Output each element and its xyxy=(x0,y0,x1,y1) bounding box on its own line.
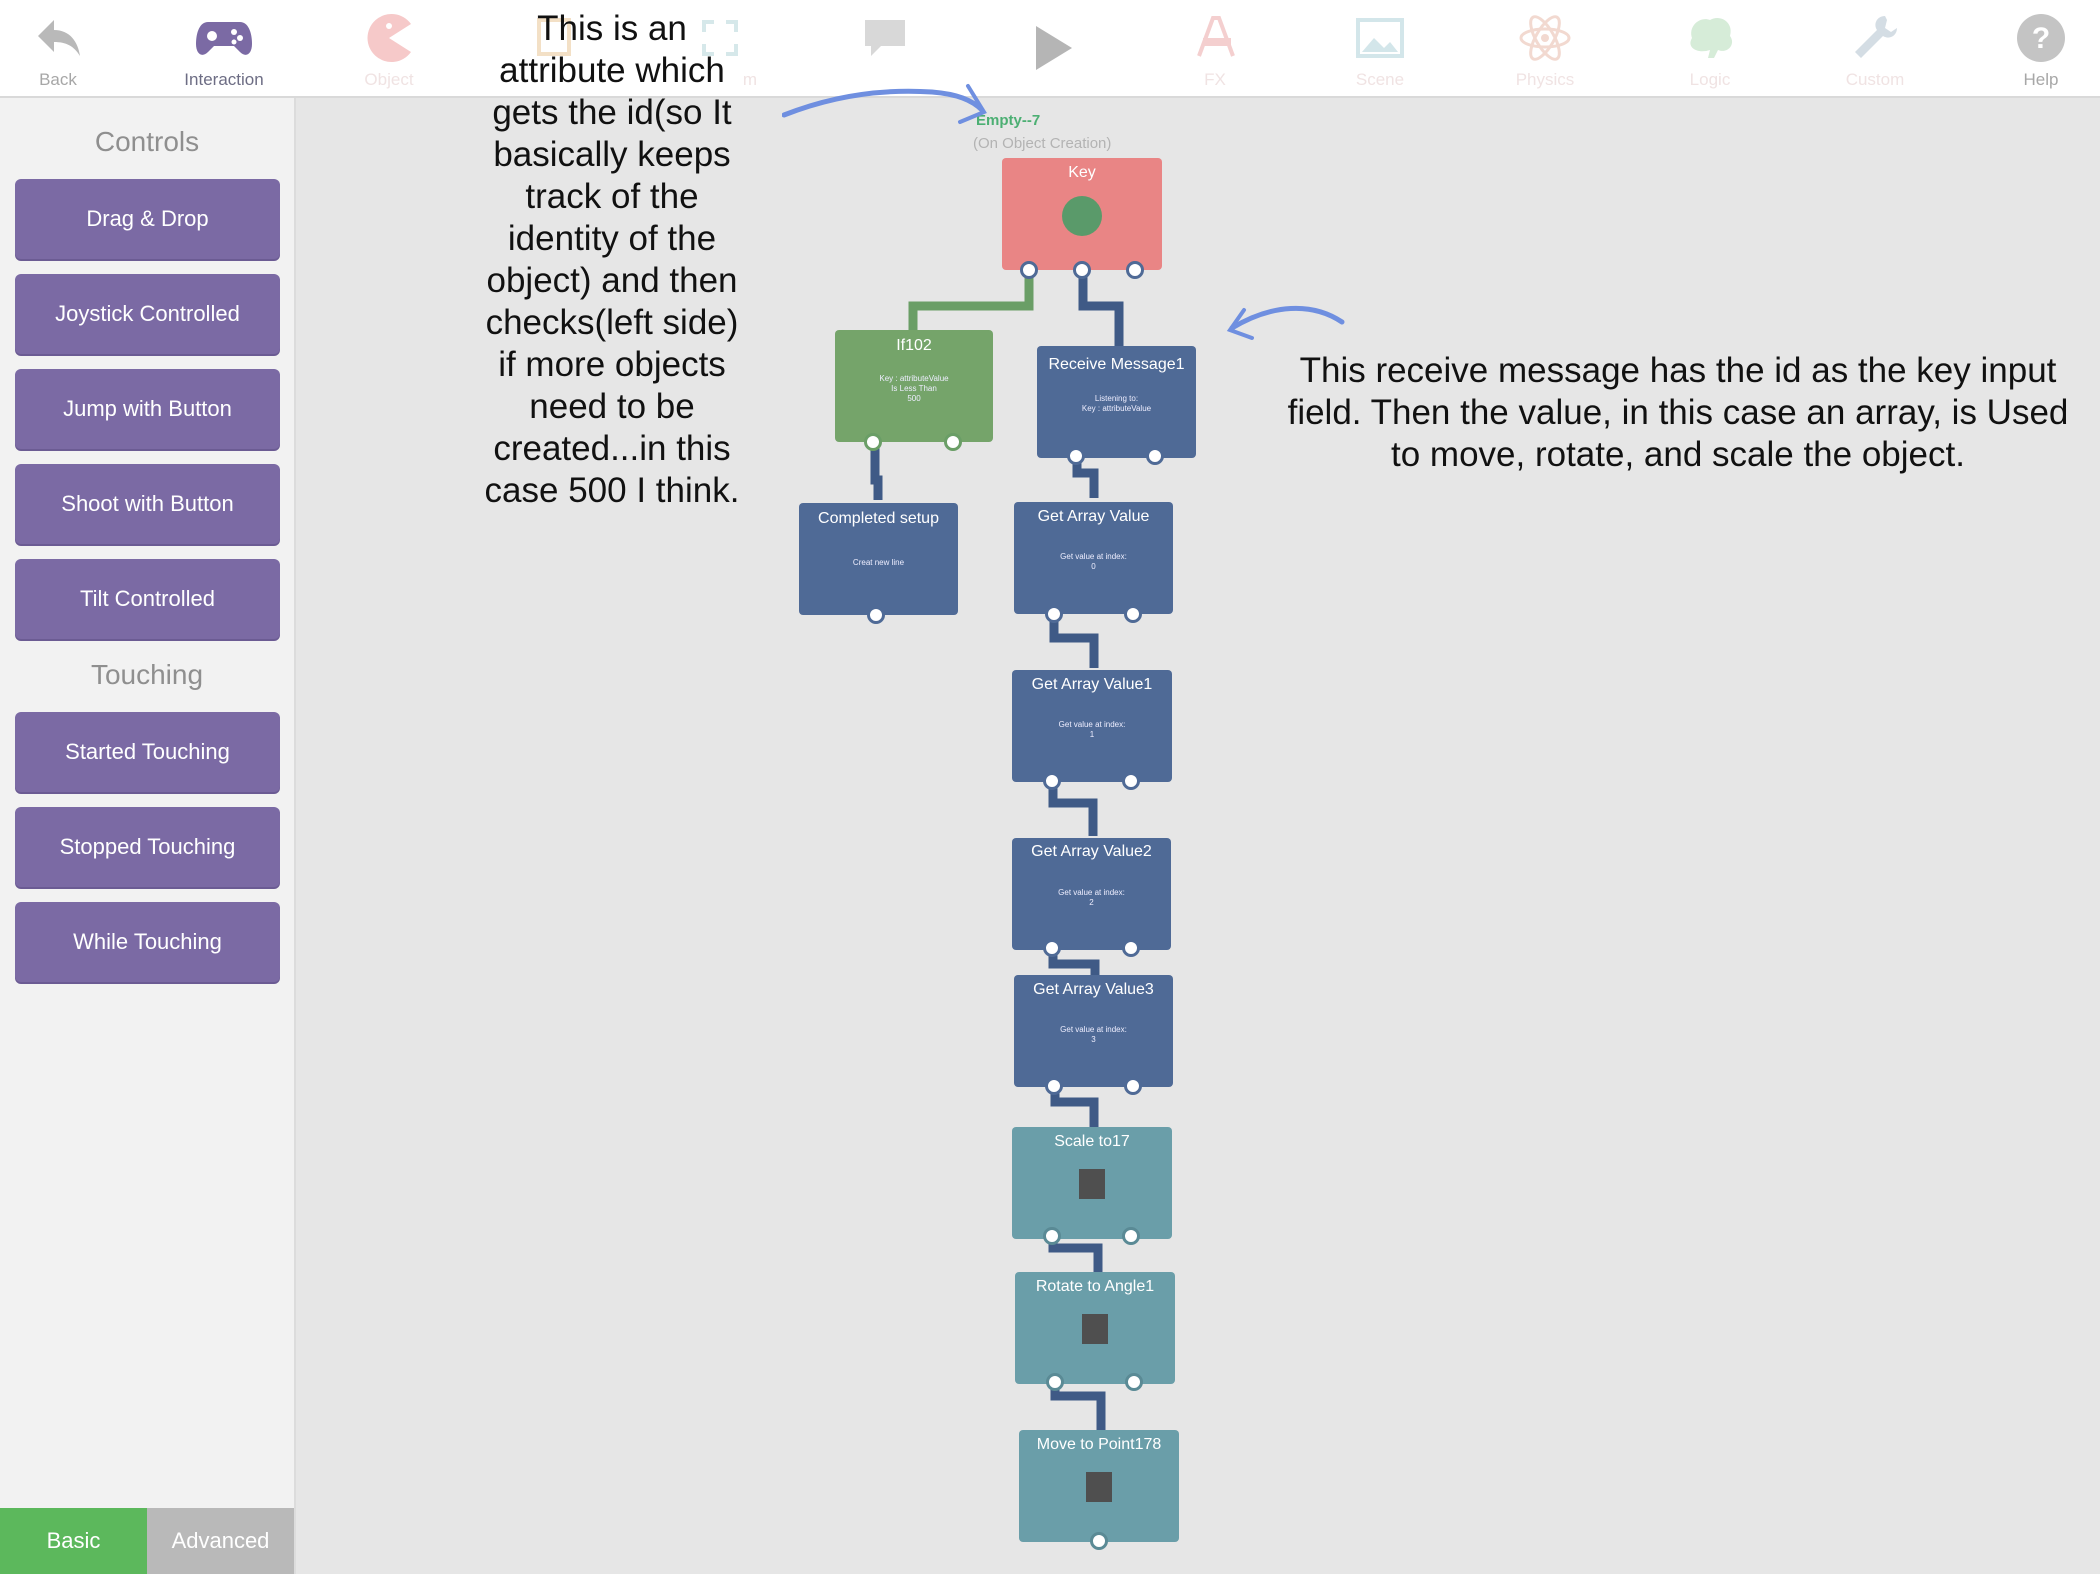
fx-icon xyxy=(1197,16,1235,57)
arr0-port-left[interactable] xyxy=(1045,605,1063,623)
scale-port-left[interactable] xyxy=(1043,1227,1061,1245)
svg-text:?: ? xyxy=(2032,22,2050,55)
rotate-port-right[interactable] xyxy=(1125,1373,1143,1391)
move-square-icon xyxy=(1086,1472,1112,1502)
wire-key-to-if xyxy=(908,268,1034,333)
if-node[interactable]: If102 Key : attributeValue Is Less Than … xyxy=(835,330,993,442)
get-array-value1-node[interactable]: Get Array Value1 Get value at index: 1 xyxy=(1012,670,1172,782)
move-port[interactable] xyxy=(1090,1532,1108,1550)
key-port-middle[interactable] xyxy=(1073,261,1091,279)
receive-message-node[interactable]: Receive Message1 Listening to: Key : att… xyxy=(1037,346,1196,458)
image-icon xyxy=(1356,18,1404,58)
wire-arr1-to-arr2 xyxy=(1048,786,1098,836)
rotate-square-icon xyxy=(1082,1314,1108,1344)
receive-port-left[interactable] xyxy=(1067,447,1085,465)
drag-drop-button[interactable]: Drag & Drop xyxy=(15,179,280,259)
wire-receive-to-arr0 xyxy=(1072,457,1099,498)
toolbar-fx-button[interactable]: FX xyxy=(1140,0,1290,96)
key-node[interactable]: Key xyxy=(1002,158,1162,270)
shoot-with-button-button[interactable]: Shoot with Button xyxy=(15,464,280,544)
scale-to-node[interactable]: Scale to17 xyxy=(1012,1127,1172,1239)
key-port-right[interactable] xyxy=(1126,261,1144,279)
gamepad-icon xyxy=(196,22,252,55)
wrench-icon xyxy=(1855,16,1897,58)
help-icon: ? xyxy=(2017,14,2065,62)
wire-scale-to-rotate xyxy=(1048,1235,1103,1273)
get-array-value-node[interactable]: Get Array Value Get value at index: 0 xyxy=(1014,502,1173,614)
toolbar-physics-button[interactable]: Physics xyxy=(1470,0,1620,96)
arr3-port-left[interactable] xyxy=(1045,1077,1063,1095)
basic-tab[interactable]: Basic xyxy=(0,1508,147,1574)
jump-with-button-button[interactable]: Jump with Button xyxy=(15,369,280,449)
rotate-port-left[interactable] xyxy=(1046,1373,1064,1391)
toolbar-back-button[interactable]: Back xyxy=(0,0,133,96)
wire-if-to-completed xyxy=(870,442,883,500)
while-touching-button[interactable]: While Touching xyxy=(15,902,280,982)
toolbar-object-button[interactable]: Object xyxy=(314,0,464,96)
receive-port-right[interactable] xyxy=(1146,447,1164,465)
arr2-port-right[interactable] xyxy=(1122,939,1140,957)
key-indicator xyxy=(1062,196,1102,236)
arr1-port-right[interactable] xyxy=(1122,772,1140,790)
advanced-tab[interactable]: Advanced xyxy=(147,1508,294,1574)
atom-icon xyxy=(1519,15,1571,61)
get-array-value3-node[interactable]: Get Array Value3 Get value at index: 3 xyxy=(1014,975,1173,1087)
arr0-port-right[interactable] xyxy=(1124,605,1142,623)
key-port-left[interactable] xyxy=(1020,261,1038,279)
object-name: Empty--7 xyxy=(976,112,1041,129)
arr2-port-left[interactable] xyxy=(1043,939,1061,957)
toolbar-help-button[interactable]: ? Help xyxy=(1966,0,2100,96)
toolbar-transform-button[interactable]: m xyxy=(645,0,795,96)
toolbar-custom-button[interactable]: Custom xyxy=(1800,0,1950,96)
top-toolbar: Back Interaction Object m xyxy=(0,0,2100,98)
speech-bubble-icon xyxy=(865,20,905,56)
expand-icon xyxy=(702,20,738,56)
stopped-touching-button[interactable]: Stopped Touching xyxy=(15,807,280,887)
annotation-arrow-right xyxy=(1226,305,1345,340)
annotation-left: This is an attribute which gets the id(s… xyxy=(484,9,740,510)
if-port-true[interactable] xyxy=(864,433,882,451)
brain-icon xyxy=(1690,17,1733,58)
started-touching-button[interactable]: Started Touching xyxy=(15,712,280,792)
toolbar-square-button[interactable] xyxy=(480,0,630,96)
completed-setup-node[interactable]: Completed setup Creat new line xyxy=(799,503,958,615)
joystick-controlled-button[interactable]: Joystick Controlled xyxy=(15,274,280,354)
toolbar-logic-button[interactable]: Logic xyxy=(1635,0,1785,96)
controls-heading: Controls xyxy=(94,126,200,157)
completed-port[interactable] xyxy=(867,606,885,624)
if-port-false[interactable] xyxy=(944,433,962,451)
toolbar-interaction-button[interactable]: Interaction xyxy=(149,0,299,96)
wire-arr0-to-arr1 xyxy=(1049,618,1099,668)
annotation-right: This receive message has the id as the k… xyxy=(1287,351,2069,474)
annotation-arrow-left xyxy=(782,84,987,124)
get-array-value2-node[interactable]: Get Array Value2 Get value at index: 2 xyxy=(1012,838,1171,950)
wire-arr2-to-arr3 xyxy=(1048,953,1100,975)
wire-key-to-receive xyxy=(1078,268,1124,346)
logic-canvas[interactable]: Empty--7 (On Object Creation) Key If102 … xyxy=(296,9,2100,1574)
scale-port-right[interactable] xyxy=(1122,1227,1140,1245)
toolbar-message-button[interactable] xyxy=(810,0,960,96)
toolbar-play-button[interactable] xyxy=(975,0,1125,96)
object-event: (On Object Creation) xyxy=(973,135,1112,152)
rotate-to-angle-node[interactable]: Rotate to Angle1 xyxy=(1015,1272,1175,1384)
scale-square-icon xyxy=(1079,1169,1105,1199)
pacman-icon xyxy=(367,13,411,62)
arr3-port-right[interactable] xyxy=(1124,1077,1142,1095)
wire-arr3-to-scale xyxy=(1050,1090,1099,1128)
sidebar: Controls Drag & Drop Joystick Controlled… xyxy=(0,98,296,1574)
move-to-point-node[interactable]: Move to Point178 xyxy=(1019,1430,1179,1542)
back-arrow-icon xyxy=(38,20,80,56)
tilt-controlled-button[interactable]: Tilt Controlled xyxy=(15,559,280,639)
touching-heading: Touching xyxy=(90,659,204,690)
arr1-port-left[interactable] xyxy=(1043,772,1061,790)
toolbar-scene-button[interactable]: Scene xyxy=(1305,0,1455,96)
play-icon xyxy=(1036,26,1072,70)
square-icon xyxy=(537,18,571,56)
